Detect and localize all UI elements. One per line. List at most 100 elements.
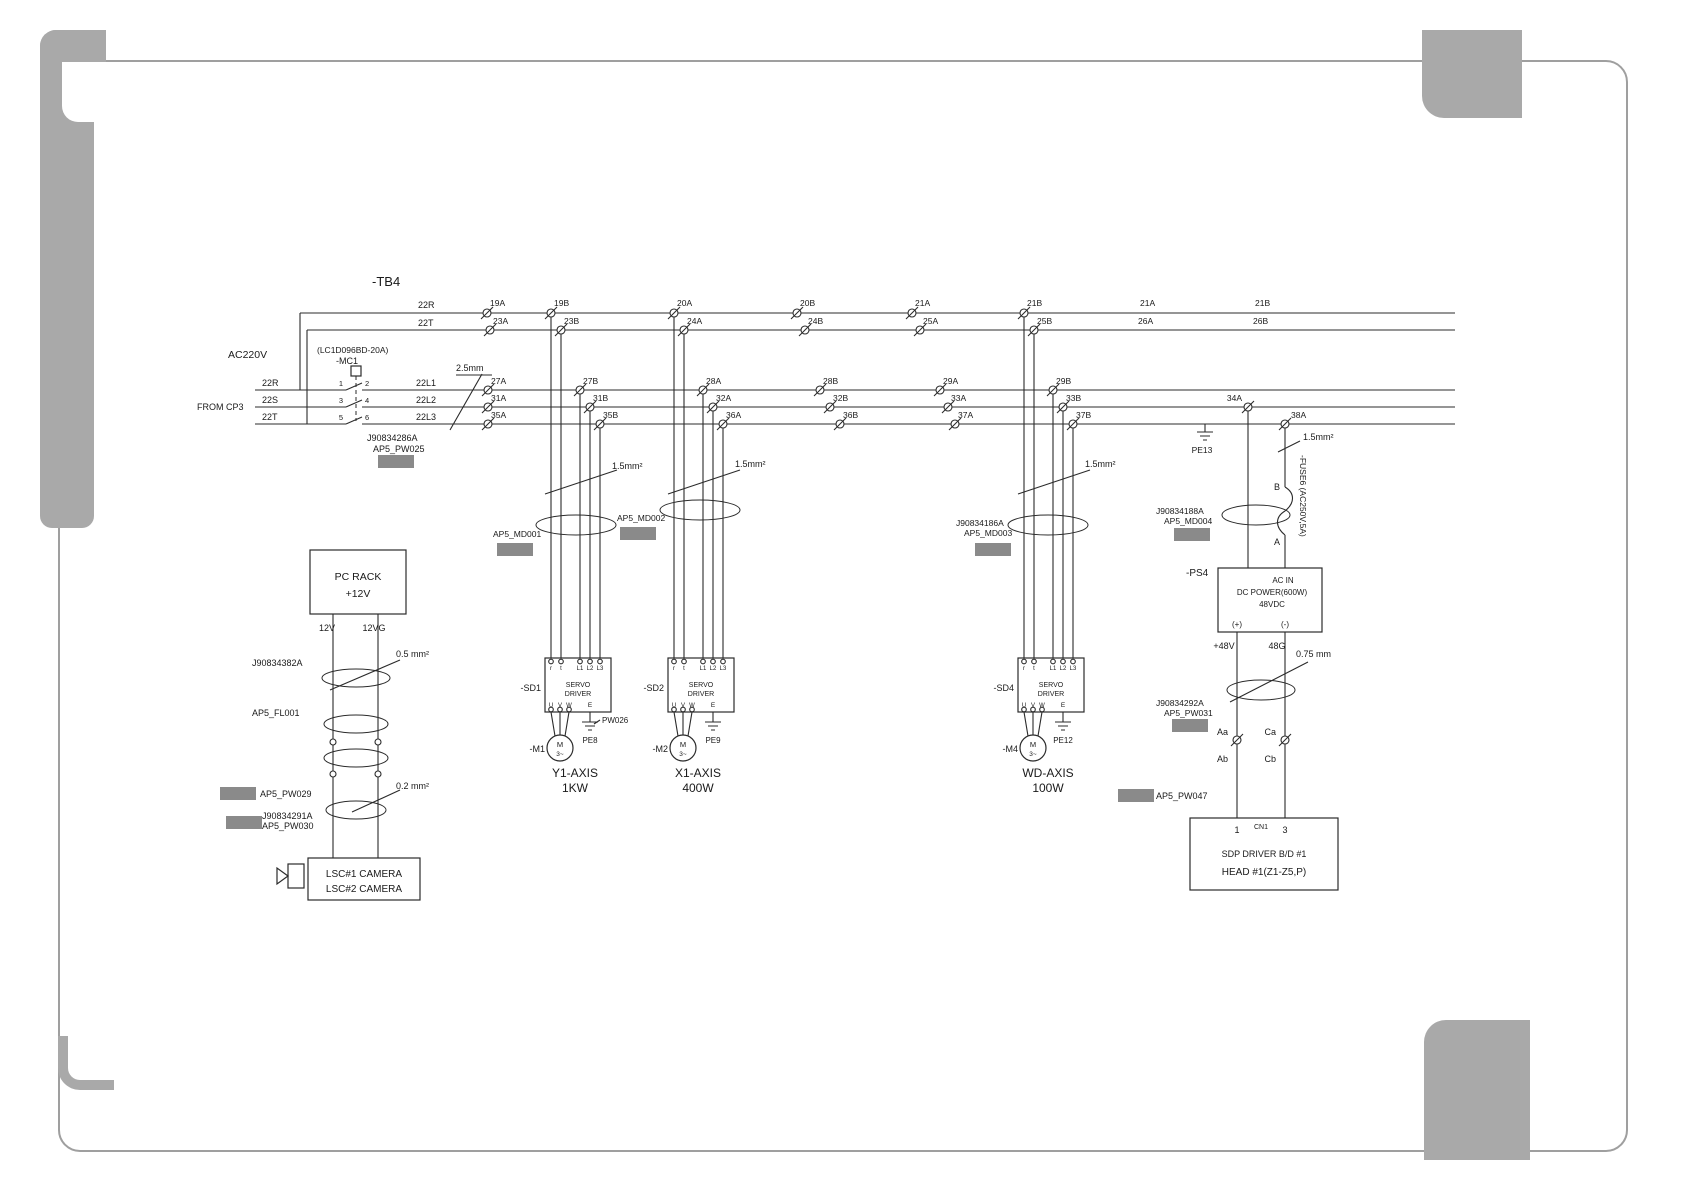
t31B: 31B: [593, 393, 608, 403]
sd4-w: W: [1039, 703, 1045, 709]
terminal: [1278, 417, 1292, 431]
sd4-e: E: [1061, 702, 1066, 709]
m2-3ph: 3~: [679, 751, 687, 758]
pe9: PE9: [705, 736, 721, 745]
driver-terminal: [548, 706, 554, 713]
driver-terminal: [680, 706, 686, 713]
t38A: 38A: [1291, 410, 1306, 420]
camera-lens-icon: [276, 866, 290, 886]
t24B: 24B: [808, 316, 823, 326]
sd4-driver: DRIVER: [1038, 691, 1064, 698]
gauge-075: 0.75 mm: [1296, 649, 1331, 659]
sd1-w: W: [566, 703, 572, 709]
sd1-v: V: [558, 703, 562, 709]
t37A: 37A: [958, 410, 973, 420]
sd2-l1: L1: [700, 666, 707, 672]
t21A-2: 21A: [1140, 298, 1155, 308]
sd2-v: V: [681, 703, 685, 709]
ap5-fl001: AP5_FL001: [252, 708, 300, 718]
axis1-power: 1KW: [562, 781, 589, 795]
ap5-pw047: AP5_PW047: [1156, 791, 1208, 801]
sd1-t: t: [560, 666, 562, 672]
t29B: 29B: [1056, 376, 1071, 386]
pole3: 3: [339, 396, 343, 405]
terminal: [798, 323, 812, 337]
motor-icon: [546, 734, 574, 762]
gauge-15-1: 1.5mm²: [612, 461, 643, 471]
ap5-md001: AP5_MD001: [493, 529, 541, 539]
driver-terminal: [1070, 658, 1076, 665]
pe13: PE13: [1192, 445, 1213, 455]
cable-shield-ellipse: [323, 714, 389, 734]
cable-shield-ellipse: [1007, 514, 1089, 536]
sd1-l3: L3: [597, 666, 604, 672]
sd1-u: U: [549, 703, 553, 709]
driver-terminal: [587, 658, 593, 665]
t35A: 35A: [491, 410, 506, 420]
pe8: PE8: [582, 736, 598, 745]
driver-terminal: [720, 658, 726, 665]
servo-driver: [1017, 306, 1085, 762]
t34A: 34A: [1227, 393, 1242, 403]
t35B: 35B: [603, 410, 618, 420]
sd1-driver: DRIVER: [565, 691, 591, 698]
t20B: 20B: [800, 298, 815, 308]
sd4-v: V: [1031, 703, 1035, 709]
pw026: PW026: [602, 716, 629, 725]
from-cp3: FROM CP3: [197, 402, 244, 412]
pc-rack-1: PC RACK: [335, 571, 382, 583]
sd4-r: r: [1023, 666, 1025, 672]
camera-1: LSC#1 CAMERA: [326, 869, 402, 880]
sdp-pin1: 1: [1234, 825, 1239, 835]
terminal: [1230, 733, 1244, 747]
t21B: 21B: [1027, 298, 1042, 308]
mc1-coil-icon: [350, 365, 362, 377]
t19B: 19B: [554, 298, 569, 308]
axis1: Y1-AXIS: [552, 766, 598, 780]
driver-terminal: [700, 658, 706, 665]
frame-topleft-notch: [62, 62, 106, 122]
sd2-servo: SERVO: [689, 682, 714, 689]
w22l3: 22L3: [416, 412, 436, 422]
ap5-pw030: AP5_PW030: [262, 821, 314, 831]
redaction-box: [1172, 719, 1208, 732]
t29A: 29A: [943, 376, 958, 386]
driver-terminal: [1050, 658, 1056, 665]
ground-icon: [1055, 712, 1071, 731]
driver-terminal: [566, 706, 572, 713]
j90834286a: J90834286A: [367, 433, 418, 443]
terminal: [481, 417, 495, 431]
t31A: 31A: [491, 393, 506, 403]
sd2-w: W: [689, 703, 695, 709]
term-ab: Ab: [1217, 754, 1228, 764]
gauge-15-3: 1.5mm²: [1085, 459, 1116, 469]
axis2-power: 400W: [682, 781, 714, 795]
sd2: -SD2: [643, 683, 664, 693]
sd1-l2: L2: [587, 666, 594, 672]
sdp-cn1: CN1: [1254, 824, 1268, 831]
ground-icon: [582, 712, 598, 731]
sheet-title: -TB4: [372, 274, 400, 289]
terminal: [1241, 400, 1255, 414]
driver-terminal: [548, 658, 554, 665]
junction-circle: [374, 770, 382, 778]
t32A: 32A: [716, 393, 731, 403]
t21B-2: 21B: [1255, 298, 1270, 308]
term-aa: Aa: [1217, 727, 1228, 737]
redaction-box: [226, 816, 262, 829]
ps4-power-box: [1217, 567, 1323, 633]
ph-22r: 22R: [262, 378, 279, 388]
ac220v: AC220V: [228, 349, 267, 361]
driver-terminal: [1031, 658, 1037, 665]
lbl-48v: +48V: [1213, 641, 1234, 651]
bus1-label: 22R: [418, 300, 435, 310]
redaction-box: [620, 527, 656, 540]
axis2: X1-AXIS: [675, 766, 721, 780]
terminal: [823, 400, 837, 414]
servo-driver: [544, 306, 612, 762]
m4-3ph: 3~: [1029, 751, 1037, 758]
terminal: [481, 400, 495, 414]
ap5-pw029: AP5_PW029: [260, 789, 312, 799]
